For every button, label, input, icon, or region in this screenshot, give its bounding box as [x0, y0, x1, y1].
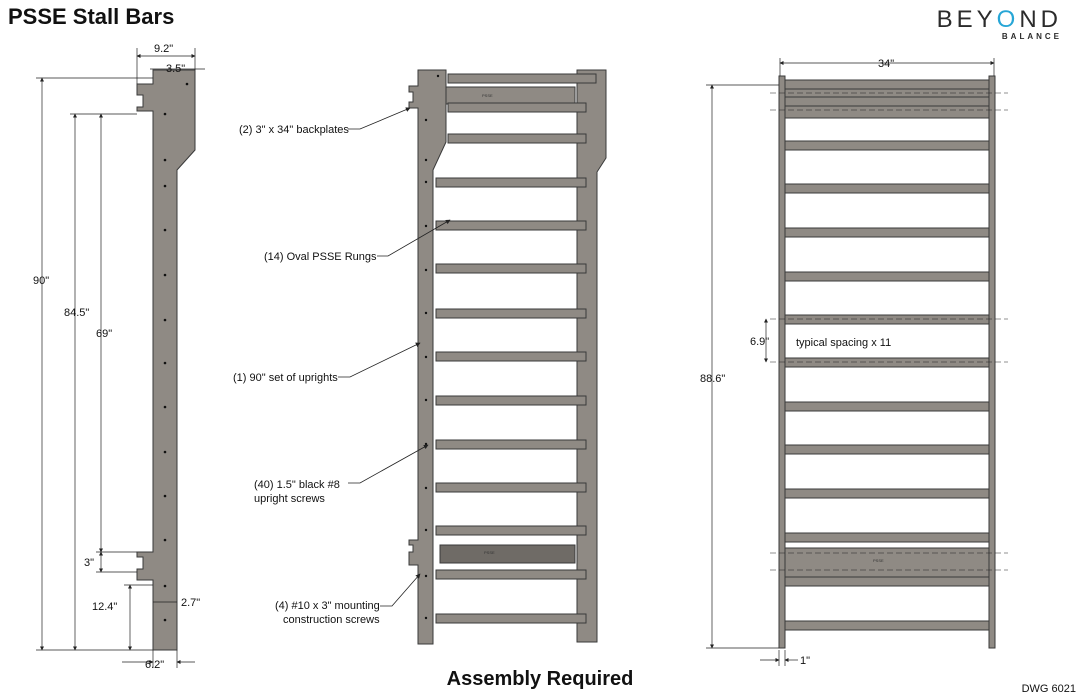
dim-inner-height: 69" — [96, 328, 112, 340]
dim-top-inset: 3.5" — [166, 63, 185, 75]
dim-rear-width: 34" — [878, 58, 894, 70]
top-backplate-mark: PSSE — [482, 93, 493, 98]
side-view: 9.2" 3.5" 90" 84.5" 69" 3" 12.4" 2.7" 6.… — [33, 43, 205, 671]
callout-backplates: (2) 3" x 34" backplates — [239, 124, 349, 136]
left-upright — [408, 69, 447, 645]
rear-bottom-backplate — [783, 547, 990, 579]
rungs — [435, 73, 597, 624]
logo-wordmark: BEYOND — [936, 6, 1062, 33]
assembly-required-label: Assembly Required — [446, 668, 634, 690]
dim-overall-height: 90" — [33, 275, 49, 287]
rear-bottom-plate-mark: PSSE — [873, 558, 884, 563]
dim-top-width: 9.2" — [154, 43, 173, 55]
callout-rungs: (14) Oval PSSE Rungs — [264, 251, 377, 263]
upright-screw-holes — [424, 74, 440, 620]
spacing-note: typical spacing x 11 — [796, 337, 891, 349]
top-backplate — [439, 86, 576, 105]
dim-lower: 12.4" — [92, 601, 117, 613]
drawing-number: DWG 6021 — [1021, 683, 1076, 695]
callout-mounting-line2: construction screws — [283, 614, 380, 626]
dim-rung-spacing: 6.9" — [750, 336, 769, 348]
bottom-backplate — [439, 544, 576, 564]
right-upright — [576, 69, 607, 643]
dim-mid-height: 84.5" — [64, 307, 89, 319]
callout-mounting-line1: (4) #10 x 3" mounting — [275, 600, 380, 612]
front-view: PSSE PSSE — [233, 69, 607, 645]
dim-rear-height: 88.6" — [700, 373, 725, 385]
callout-screws-line1: (40) 1.5" black #8 — [254, 479, 340, 491]
drawing-title: PSSE Stall Bars — [8, 4, 175, 29]
dim-foot-inset: 2.7" — [181, 597, 200, 609]
dim-base-width: 6.2" — [145, 659, 164, 671]
callout-uprights: (1) 90" set of uprights — [233, 372, 338, 384]
side-upright-profile — [136, 69, 196, 651]
side-screw-holes — [163, 82, 189, 622]
callout-screws-line2: upright screws — [254, 493, 325, 505]
rear-rungs — [783, 79, 990, 631]
rear-view: PSSE PSSE — [700, 58, 1008, 667]
beyond-balance-logo: BEYOND BALANCE — [937, 6, 1062, 41]
logo-subtitle: BALANCE — [1001, 32, 1062, 41]
dim-backplate: 3" — [84, 557, 94, 569]
bottom-backplate-mark: PSSE — [484, 550, 495, 555]
dim-post-width: 1" — [800, 655, 810, 667]
